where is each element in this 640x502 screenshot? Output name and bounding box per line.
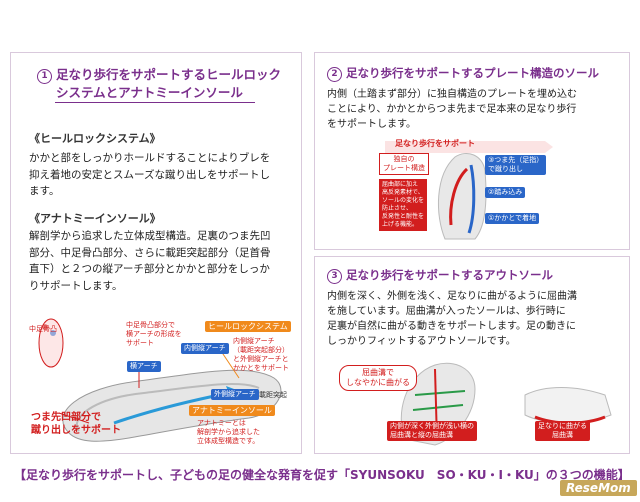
- diagram-header: 足なり歩行をサポート: [395, 139, 475, 148]
- heel-lock-description: かかと部をしっかりホールドすることによりブレを 抑え着地の安定とスムーズな蹴り出…: [29, 152, 271, 197]
- tag-inner-arch: 内側縦アーチ: [181, 343, 229, 354]
- subtitle-heel-lock: 《ヒールロックシステム》: [29, 132, 161, 145]
- number-badge: 1: [37, 69, 52, 84]
- insole-shape: [62, 369, 282, 442]
- label-metatarsal-side: 中足骨凸: [29, 325, 57, 333]
- label-plate-function: 屈曲部に加え 高反発素材で、 ソールの変化を 防止させ、 反発性と耐性を 上げる…: [379, 179, 428, 231]
- label-plate-structure: 独自の プレート構造: [379, 153, 429, 175]
- resemom-logo: ReseMom: [560, 480, 637, 496]
- tag-anatomy-insole: アナトミーインソール: [189, 405, 275, 416]
- plate-description: 内側（土踏まず部分）に独自構造のプレートを埋め込む ことにより、かかとからつま先…: [327, 89, 577, 130]
- caption-groove-depth: 内側が深く外側が浅い横の 屈曲溝と縦の屈曲溝: [387, 421, 477, 441]
- number-badge: 3: [327, 269, 342, 284]
- foot-outline-icon: [38, 318, 64, 368]
- label-talus: 載距突起: [259, 391, 287, 399]
- step-step-in: ②踏み込み: [485, 187, 526, 198]
- label-inner-arch-support: 内側縦アーチ （載距突起部分） と外側縦アーチと かかとをサポート: [233, 337, 289, 372]
- step-toe-push: ③つま先（足指） で蹴り出し: [485, 155, 547, 175]
- subtitle-anatomy-insole: 《アナトミーインソール》: [29, 212, 161, 225]
- number-badge: 2: [327, 67, 342, 82]
- bubble-flex-groove: 屈曲溝で しなやかに曲がる: [339, 365, 417, 391]
- plate-diagram: [385, 141, 553, 240]
- outsole-description: 内側を深く、外側を浅く、足なりに曲がるように屈曲溝 を施しています。屈曲溝が入っ…: [327, 291, 577, 347]
- bottom-caption: 【足なり歩行をサポートし、子どもの足の健全な発育を促す「SYUNSOKU SO・…: [14, 468, 630, 482]
- label-metatarsal: 中足骨凸部分で 横アーチの形成を サポート: [126, 321, 182, 347]
- shoe-sole-shape: [437, 153, 487, 240]
- anatomy-insole-description: 解剖学から追求した立体成型構造。足裏のつま先凹 部分、中足骨凸部分、さらに載距突…: [29, 230, 271, 292]
- label-toe-support: つま先凹部分で 蹴り出しをサポート: [31, 412, 121, 436]
- step-heel-landing: ①かかとで着地: [485, 213, 540, 224]
- shoe-side-shape: [524, 387, 612, 425]
- title-underline: [55, 102, 255, 103]
- caption-natural-bend: 足なりに曲がる 屈曲溝: [535, 421, 590, 441]
- tag-outer-arch: 外側縦アーチ: [211, 389, 259, 400]
- label-anatomy-desc: アナトミーとは 解剖学から追求した 立体成型構造です。: [197, 419, 260, 445]
- tag-heel-lock-system: ヒールロックシステム: [205, 321, 291, 332]
- tag-cross-arch: 横アーチ: [127, 361, 161, 372]
